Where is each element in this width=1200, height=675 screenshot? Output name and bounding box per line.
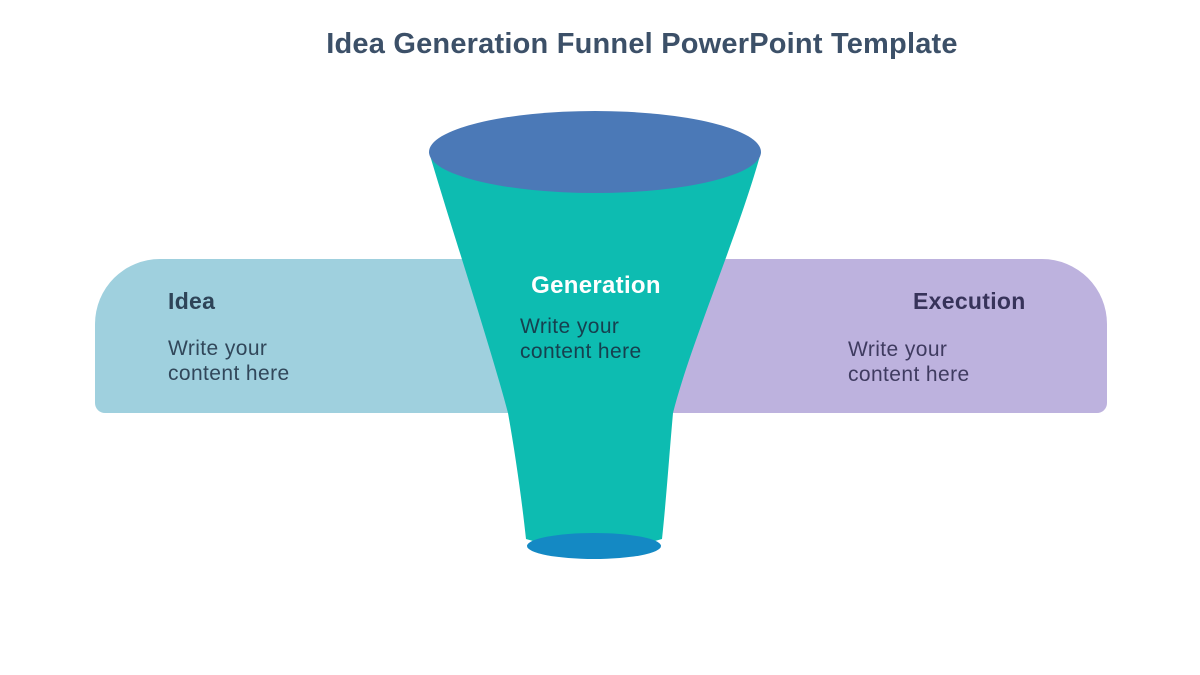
generation-body: Write your content here (520, 314, 642, 364)
execution-label: Execution (913, 288, 1026, 314)
idea-label: Idea (168, 288, 216, 314)
idea-body-line-2: content here (168, 362, 290, 385)
funnel-body-shape (429, 152, 761, 550)
page-title: Idea Generation Funnel PowerPoint Templa… (326, 28, 958, 60)
execution-body-line-2: content here (848, 363, 970, 386)
generation-body-line-2: content here (520, 340, 642, 363)
generation-label: Generation (531, 272, 661, 299)
idea-body: Write your content here (168, 336, 290, 386)
generation-body-line-1: Write your (520, 315, 620, 338)
execution-body: Write your content here (848, 337, 970, 387)
funnel-bottom-opening (527, 533, 661, 559)
execution-body-line-1: Write your (848, 338, 948, 361)
funnel-top-opening (429, 111, 761, 193)
idea-body-line-1: Write your (168, 337, 268, 360)
